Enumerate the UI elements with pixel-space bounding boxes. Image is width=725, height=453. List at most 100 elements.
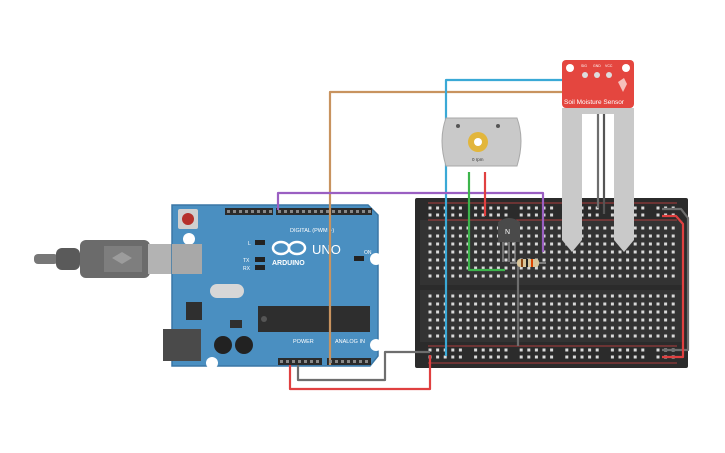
breadboard-hole[interactable] [648, 250, 652, 254]
breadboard-hole[interactable] [428, 206, 432, 210]
breadboard-hole[interactable] [580, 266, 584, 270]
breadboard-hole[interactable] [489, 234, 493, 238]
breadboard-hole[interactable] [610, 234, 614, 238]
breadboard-hole[interactable] [542, 274, 546, 278]
breadboard-hole[interactable] [618, 274, 622, 278]
breadboard-hole[interactable] [641, 206, 645, 210]
breadboard-hole[interactable] [572, 318, 576, 322]
breadboard-hole[interactable] [550, 213, 554, 217]
breadboard-hole[interactable] [603, 326, 607, 330]
breadboard-hole[interactable] [656, 274, 660, 278]
breadboard-hole[interactable] [550, 206, 554, 210]
breadboard-hole[interactable] [527, 334, 531, 338]
breadboard-hole[interactable] [527, 274, 531, 278]
header-pin[interactable] [263, 210, 266, 213]
breadboard-hole[interactable] [580, 242, 584, 246]
breadboard-hole[interactable] [534, 266, 538, 270]
breadboard-hole[interactable] [436, 266, 440, 270]
breadboard-hole[interactable] [496, 348, 500, 352]
breadboard-hole[interactable] [664, 310, 668, 314]
breadboard-hole[interactable] [504, 355, 508, 359]
breadboard-hole[interactable] [451, 355, 455, 359]
breadboard-hole[interactable] [580, 250, 584, 254]
header-pin[interactable] [350, 210, 353, 213]
breadboard-hole[interactable] [496, 302, 500, 306]
breadboard-hole[interactable] [542, 258, 546, 262]
breadboard-hole[interactable] [466, 326, 470, 330]
breadboard-hole[interactable] [474, 302, 478, 306]
breadboard-hole[interactable] [565, 266, 569, 270]
header-pin[interactable] [308, 210, 311, 213]
breadboard-hole[interactable] [428, 213, 432, 217]
breadboard-hole[interactable] [626, 310, 630, 314]
wire-red-power[interactable] [288, 355, 432, 391]
breadboard-hole[interactable] [504, 334, 508, 338]
breadboard-hole[interactable] [557, 302, 561, 306]
breadboard-hole[interactable] [512, 294, 516, 298]
breadboard-hole[interactable] [481, 334, 485, 338]
breadboard-hole[interactable] [588, 355, 592, 359]
breadboard-hole[interactable] [428, 250, 432, 254]
breadboard-hole[interactable] [512, 310, 516, 314]
breadboard-hole[interactable] [504, 326, 508, 330]
breadboard-hole[interactable] [489, 294, 493, 298]
breadboard-hole[interactable] [595, 242, 599, 246]
breadboard-hole[interactable] [458, 326, 462, 330]
breadboard-hole[interactable] [451, 294, 455, 298]
breadboard-hole[interactable] [474, 310, 478, 314]
breadboard-hole[interactable] [656, 250, 660, 254]
breadboard-hole[interactable] [527, 302, 531, 306]
breadboard-hole[interactable] [610, 355, 614, 359]
breadboard-hole[interactable] [656, 334, 660, 338]
header-pin[interactable] [290, 210, 293, 213]
breadboard-hole[interactable] [489, 266, 493, 270]
breadboard-hole[interactable] [580, 310, 584, 314]
breadboard-hole[interactable] [496, 326, 500, 330]
breadboard-hole[interactable] [671, 318, 675, 322]
breadboard-hole[interactable] [580, 302, 584, 306]
breadboard-hole[interactable] [603, 274, 607, 278]
wire-cyan[interactable] [444, 78, 588, 356]
breadboard-hole[interactable] [496, 206, 500, 210]
breadboard-hole[interactable] [664, 250, 668, 254]
breadboard-hole[interactable] [489, 334, 493, 338]
breadboard-hole[interactable] [489, 274, 493, 278]
breadboard-hole[interactable] [550, 302, 554, 306]
header-pin[interactable] [251, 210, 254, 213]
breadboard-hole[interactable] [436, 355, 440, 359]
header-pin[interactable] [245, 210, 248, 213]
breadboard-hole[interactable] [542, 266, 546, 270]
breadboard-hole[interactable] [436, 250, 440, 254]
breadboard-hole[interactable] [527, 355, 531, 359]
breadboard-hole[interactable] [633, 226, 637, 230]
breadboard-hole[interactable] [671, 242, 675, 246]
breadboard-hole[interactable] [428, 294, 432, 298]
breadboard-hole[interactable] [572, 355, 576, 359]
breadboard-hole[interactable] [641, 226, 645, 230]
breadboard-hole[interactable] [610, 318, 614, 322]
breadboard-hole[interactable] [648, 302, 652, 306]
breadboard-hole[interactable] [641, 355, 645, 359]
breadboard-hole[interactable] [534, 234, 538, 238]
breadboard-hole[interactable] [512, 266, 516, 270]
breadboard-hole[interactable] [664, 266, 668, 270]
breadboard-hole[interactable] [527, 348, 531, 352]
header-pin[interactable] [284, 210, 287, 213]
breadboard-hole[interactable] [648, 226, 652, 230]
breadboard-hole[interactable] [504, 348, 508, 352]
breadboard-hole[interactable] [610, 242, 614, 246]
header-pin[interactable] [365, 360, 368, 363]
header-pin[interactable] [329, 360, 332, 363]
breadboard-hole[interactable] [489, 310, 493, 314]
breadboard-hole[interactable] [534, 242, 538, 246]
breadboard-hole[interactable] [481, 302, 485, 306]
pin-sig[interactable] [582, 72, 588, 78]
breadboard-hole[interactable] [664, 258, 668, 262]
breadboard-hole[interactable] [603, 318, 607, 322]
breadboard-hole[interactable] [648, 318, 652, 322]
breadboard-hole[interactable] [428, 266, 432, 270]
breadboard-hole[interactable] [656, 348, 660, 352]
wire-gray-ground[interactable] [296, 350, 430, 382]
breadboard-hole[interactable] [489, 250, 493, 254]
breadboard-hole[interactable] [557, 242, 561, 246]
